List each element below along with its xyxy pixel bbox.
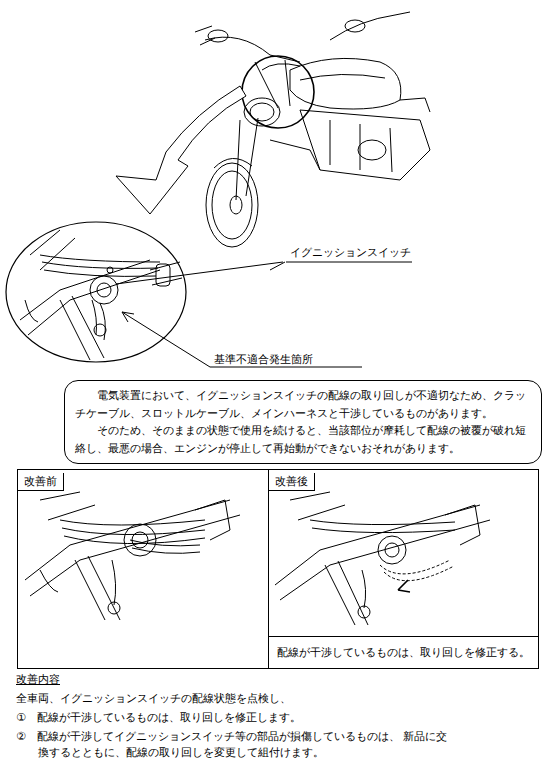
leader bbox=[270, 262, 412, 270]
drawing-stroke bbox=[206, 163, 258, 247]
drawing-stroke bbox=[310, 520, 455, 533]
leader bbox=[122, 312, 210, 367]
drawing-stroke bbox=[345, 20, 365, 32]
drawing-stroke bbox=[132, 532, 148, 548]
drawing-stroke bbox=[300, 74, 385, 80]
drawing-stroke bbox=[378, 536, 406, 564]
drawing-stroke bbox=[275, 505, 490, 600]
drawing-stroke bbox=[400, 98, 430, 112]
drawing-stroke bbox=[40, 570, 58, 592]
drawing-stroke bbox=[195, 26, 215, 45]
note-text: 全車両、イグニッションスイッチの配線状態を点検し、 bbox=[16, 691, 291, 707]
drawing-stroke bbox=[25, 500, 240, 596]
drawing-stroke bbox=[150, 262, 182, 285]
note-box: 配線が干渉しているものは、取り回しを修正する。 bbox=[268, 636, 539, 669]
drawing-stroke bbox=[330, 120, 392, 172]
text-block: 配線が干渉しているものは、取り回しを修正する。 bbox=[275, 645, 532, 660]
drawing-stroke bbox=[325, 561, 368, 625]
drawing-stroke bbox=[108, 602, 120, 614]
drawing-stroke bbox=[112, 560, 116, 605]
motorcycle bbox=[195, 12, 430, 247]
drawing-stroke bbox=[75, 556, 120, 620]
drawing-stroke bbox=[107, 267, 113, 273]
callout-box: 電気装置において、イグニッションスイッチの配線の取り回しが不適切なため、クラッチ… bbox=[64, 380, 542, 464]
drawing-stroke bbox=[97, 283, 111, 297]
before-detail bbox=[25, 492, 240, 620]
drawing-stroke bbox=[255, 60, 290, 108]
drawing-stroke bbox=[212, 171, 252, 239]
drawing-stroke bbox=[362, 570, 366, 608]
drawing-stroke bbox=[358, 140, 386, 160]
drawing-stroke bbox=[214, 158, 252, 168]
drawing-stroke bbox=[380, 560, 454, 581]
drawing-stroke bbox=[6, 222, 186, 362]
drawing-stroke bbox=[156, 264, 170, 286]
drawing-stroke bbox=[330, 12, 410, 40]
drawing-stroke bbox=[92, 300, 105, 340]
drawing-stroke bbox=[130, 540, 200, 553]
drawing-stroke bbox=[60, 296, 104, 360]
note-text: ① 配線が干渉しているものは、取り回しを修正します。 bbox=[16, 710, 301, 726]
panel-heading: 改善後 bbox=[269, 473, 315, 491]
after-detail bbox=[275, 492, 490, 625]
drawing-stroke bbox=[236, 118, 258, 200]
drawing-stroke bbox=[445, 505, 480, 545]
zoom-detail bbox=[6, 222, 412, 367]
panel: 改善後配線が干渉しているものは、取り回しを修正する。 bbox=[268, 469, 539, 669]
panel-heading: 改善前 bbox=[18, 473, 64, 491]
drawing-stroke bbox=[94, 324, 106, 336]
drawing-stroke bbox=[358, 606, 370, 618]
drawing-stroke bbox=[385, 543, 399, 557]
drawing-stroke bbox=[25, 300, 38, 322]
part-label: 基準不適合発生箇所 bbox=[214, 352, 313, 368]
drawing-stroke bbox=[208, 30, 228, 42]
drawing-stroke bbox=[290, 492, 345, 520]
section-heading: 改善内容 bbox=[16, 672, 60, 688]
leader bbox=[210, 367, 362, 368]
drawing-stroke bbox=[40, 492, 95, 520]
drawing-stroke bbox=[262, 64, 300, 70]
drawing-stroke bbox=[398, 580, 410, 592]
leader bbox=[116, 262, 283, 284]
drawing-stroke bbox=[90, 276, 118, 304]
drawing-stroke bbox=[40, 255, 160, 276]
drawing-stroke bbox=[270, 140, 320, 170]
note-text: ② 配線が干渉してイグニッションスイッチ等の部品が損傷しているものは、 新品に交… bbox=[16, 729, 458, 761]
drawing-stroke bbox=[205, 37, 300, 62]
drawing-stroke bbox=[290, 58, 401, 109]
zoom-arrow bbox=[116, 86, 246, 214]
drawing-stroke bbox=[122, 312, 134, 322]
panel: 改善前 bbox=[17, 469, 269, 669]
drawing-stroke bbox=[20, 260, 160, 335]
part-label: イグニッションスイッチ bbox=[290, 245, 411, 261]
text-block: 電気装置において、イグニッションスイッチの配線の取り回しが不適切なため、クラッチ… bbox=[75, 387, 531, 422]
highlight-circle bbox=[242, 56, 314, 128]
text-block: そのため、そのままの状態で使用を続けると、当該部位が摩耗して配線の被覆が破れ短絡… bbox=[75, 422, 531, 457]
